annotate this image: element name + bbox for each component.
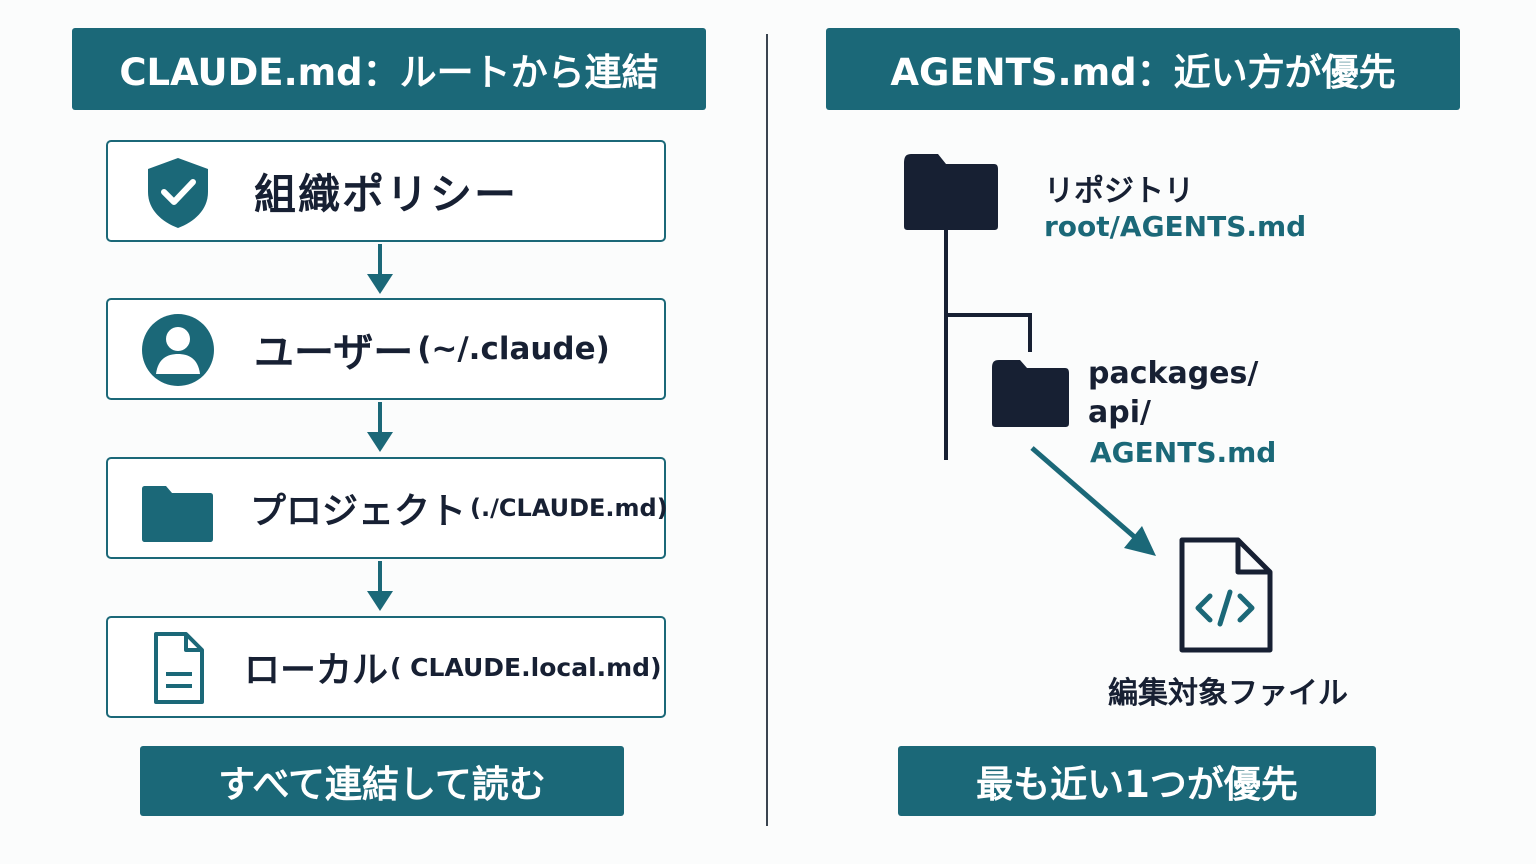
user-icon <box>142 314 214 386</box>
level-path: (./CLAUDE.md) <box>470 494 668 522</box>
down-arrow-icon <box>367 402 393 452</box>
down-arrow-icon <box>367 561 393 611</box>
level-label: ローカル <box>244 650 389 691</box>
level-box-organization-policy: 組織ポリシー <box>106 140 666 242</box>
subfolder-agents-file: AGENTS.md <box>1090 436 1277 469</box>
subfolder-icon <box>992 360 1069 427</box>
level-path: (~/.claude) <box>417 331 610 367</box>
level-box-project: プロジェクト (./CLAUDE.md) <box>106 457 668 559</box>
level-label: 組織ポリシー <box>254 169 519 219</box>
left-panel-title: CLAUDE.md：ルートから連結 <box>72 28 706 110</box>
target-file-label: 編集対象ファイル <box>1108 676 1348 711</box>
folder-icon <box>142 486 213 542</box>
level-label: ユーザー <box>254 330 414 376</box>
level-box-local: ローカル ( CLAUDE.local.md) <box>106 616 666 718</box>
subfolder-path-line1: packages/ <box>1088 356 1259 391</box>
down-arrow-icon <box>367 244 393 294</box>
level-label: プロジェクト <box>250 491 467 532</box>
level-path: ( CLAUDE.local.md) <box>390 652 662 682</box>
code-file-icon <box>1179 537 1273 653</box>
tree-connector <box>944 228 1032 460</box>
diagonal-arrow-icon <box>1030 446 1156 556</box>
right-panel-title: AGENTS.md：近い方が優先 <box>826 28 1460 110</box>
subfolder-path-line2: api/ <box>1088 395 1151 430</box>
left-panel-summary: すべて連結して読む <box>140 746 624 816</box>
shield-check-icon <box>148 158 208 228</box>
repository-folder-icon <box>904 154 998 230</box>
repository-label: リポジトリ <box>1044 174 1194 209</box>
document-icon <box>154 632 204 704</box>
panel-divider <box>766 34 768 826</box>
level-box-user: ユーザー (~/.claude) <box>106 298 666 400</box>
right-panel-summary: 最も近い1つが優先 <box>898 746 1376 816</box>
repository-agents-path: root/AGENTS.md <box>1044 210 1307 243</box>
